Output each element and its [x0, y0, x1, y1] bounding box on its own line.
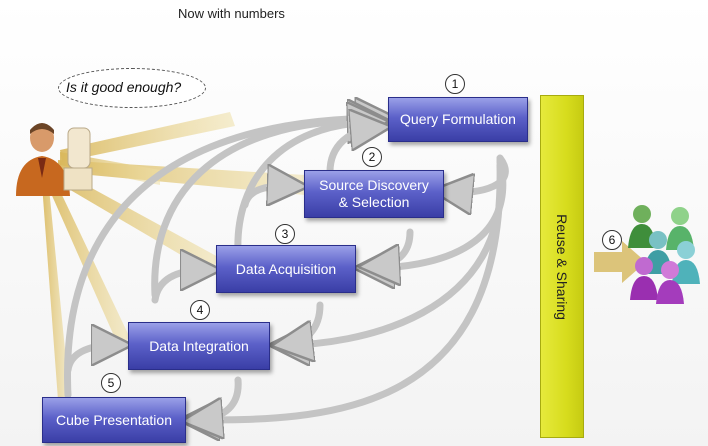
step-number-3: 3: [275, 224, 295, 244]
user-group-icon: [628, 205, 700, 304]
step-number-6: 6: [602, 230, 622, 250]
thought-bubble: [58, 68, 206, 108]
reuse-sharing-label: Reuse & Sharing: [554, 213, 570, 320]
step-number-1: 1: [445, 74, 465, 94]
step-cube-presentation-box[interactable]: Cube Presentation: [42, 397, 186, 443]
person-at-computer-icon: [16, 123, 93, 196]
step-query-formulation-box[interactable]: Query Formulation: [388, 97, 528, 142]
step-number-5: 5: [101, 373, 121, 393]
step-data-acquisition-box[interactable]: Data Acquisition: [216, 245, 356, 293]
step-number-2: 2: [362, 147, 382, 167]
thought-bubble-text: Is it good enough?: [66, 79, 182, 95]
sharing-arrow: [594, 241, 646, 283]
step-data-integration-box[interactable]: Data Integration: [128, 322, 270, 370]
step-number-4: 4: [190, 300, 210, 320]
feedback-arrows: [64, 118, 380, 399]
step-source-discovery-box[interactable]: Source Discovery & Selection: [304, 170, 444, 218]
reuse-sharing-bar[interactable]: Reuse & Sharing: [540, 95, 584, 438]
forward-arrows: [195, 154, 509, 420]
diagram-title: Now with numbers: [178, 6, 285, 21]
